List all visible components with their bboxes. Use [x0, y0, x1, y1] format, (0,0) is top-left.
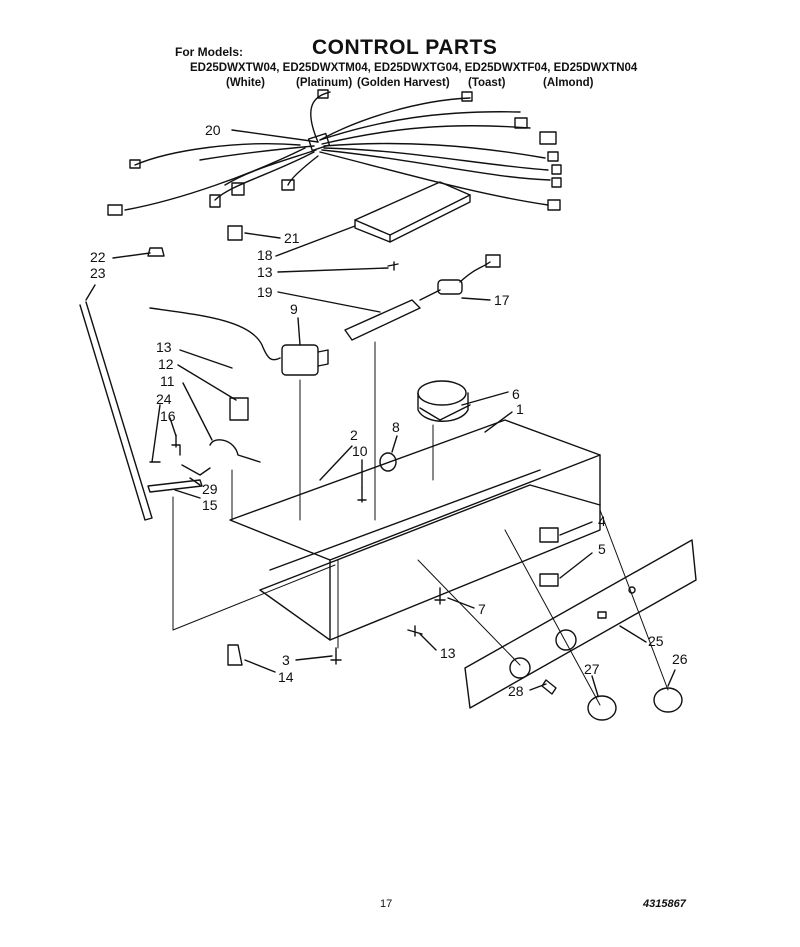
callout-29: 29	[202, 481, 218, 497]
part-14-clip	[227, 644, 243, 666]
part-26-knob	[653, 687, 683, 713]
callout-25: 25	[648, 633, 664, 649]
callout-5: 5	[598, 541, 606, 557]
page-title: CONTROL PARTS	[312, 36, 498, 59]
callout-12: 12	[158, 356, 174, 372]
callout-18: 18	[257, 247, 273, 263]
callout-9: 9	[290, 301, 298, 317]
part-17-sensor	[419, 254, 501, 301]
callout-1: 1	[516, 401, 524, 417]
callout-13-left: 13	[156, 339, 172, 355]
part-7-screw	[434, 587, 446, 605]
part-8-knob	[379, 452, 397, 472]
part-22-clip	[147, 247, 165, 257]
callout-8: 8	[392, 419, 400, 435]
part-21-clip	[227, 225, 243, 241]
callout-3: 3	[282, 652, 290, 668]
part-13-screw-lower	[407, 625, 423, 637]
assembly-lines	[172, 341, 669, 706]
callout-7: 7	[478, 601, 486, 617]
document-number: 4315867	[643, 898, 686, 910]
part-4-switch	[539, 527, 559, 543]
callout-15: 15	[202, 497, 218, 513]
leader-lines	[85, 129, 676, 697]
callout-21: 21	[284, 230, 300, 246]
callout-13-lower: 13	[440, 645, 456, 661]
callout-6: 6	[512, 386, 520, 402]
part-27-knob	[587, 695, 617, 721]
part-13-screw-upper	[387, 261, 399, 271]
callout-22: 22	[90, 249, 106, 265]
part-3-screw	[330, 647, 342, 665]
callout-20: 20	[205, 122, 221, 138]
callout-16: 16	[160, 408, 176, 424]
callout-19: 19	[257, 284, 273, 300]
color-toast: (Toast)	[468, 77, 506, 89]
for-models-label: For Models:	[175, 45, 243, 59]
wire-harness	[107, 89, 562, 216]
callout-14: 14	[278, 669, 294, 685]
part-1-housing	[229, 419, 601, 641]
color-platinum: (Platinum)	[296, 77, 353, 89]
color-almond: (Almond)	[543, 77, 594, 89]
color-white: (White)	[226, 77, 265, 89]
callout-13-upper: 13	[257, 264, 273, 280]
callout-11: 11	[160, 373, 175, 389]
callout-10: 10	[352, 443, 368, 459]
part-5-switch	[539, 573, 559, 587]
part-19-bracket	[344, 299, 421, 341]
model-list: ED25DWXTW04, ED25DWXTM04, ED25DWXTG04, E…	[190, 62, 638, 74]
callout-23: 23	[90, 265, 106, 281]
page-number: 17	[380, 898, 393, 910]
part-9-switch	[149, 307, 329, 376]
part-25-panel	[464, 539, 697, 709]
callout-17: 17	[494, 292, 510, 308]
callout-2: 2	[350, 427, 358, 443]
part-23-rod	[79, 301, 153, 521]
callout-28: 28	[508, 683, 524, 699]
callout-26: 26	[672, 651, 688, 667]
part-10-screw	[357, 487, 367, 503]
part-28-clip	[541, 679, 557, 695]
left-bracket-parts	[147, 397, 261, 493]
callout-24: 24	[156, 391, 172, 407]
part-18-cover	[354, 181, 471, 243]
callout-labels: 20 21 22 23 18 13 19 17 9 13 12 11 24 16…	[90, 122, 688, 699]
callout-4: 4	[598, 513, 606, 529]
color-golden-harvest: (Golden Harvest)	[357, 77, 450, 89]
callout-27: 27	[584, 661, 600, 677]
part-6-thermostat	[417, 380, 471, 422]
